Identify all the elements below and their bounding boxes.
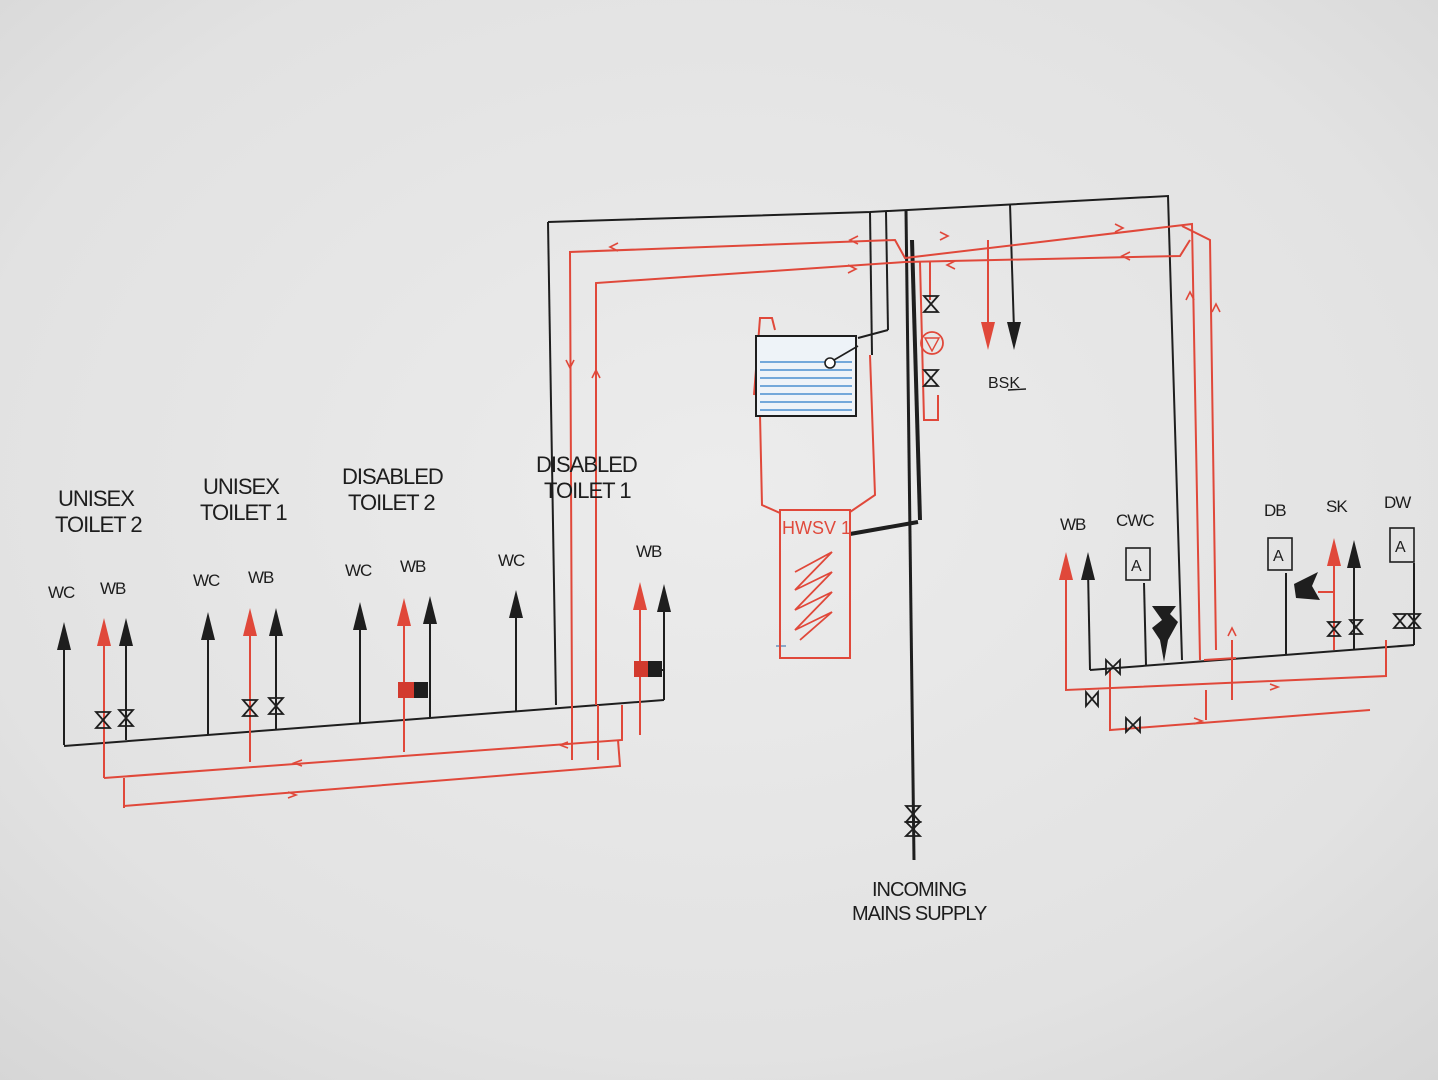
unisex-toilet-2-line-1: UNISEX	[58, 486, 135, 511]
tap-symbols	[1152, 572, 1334, 662]
cold-water-storage-tank	[755, 335, 859, 417]
kitchen-dw-label: DW	[1384, 493, 1411, 512]
u2-wc-label: WC	[48, 583, 75, 602]
incoming-line-1: INCOMING	[872, 879, 967, 901]
appliance-marks: A A A	[1131, 539, 1406, 575]
cwc-appliance-mark: A	[1131, 558, 1142, 575]
disabled-toilet-1-line-2: TOILET 1	[544, 478, 631, 503]
d2-wb-label: WB	[400, 557, 426, 576]
u2-wb-label: WB	[100, 579, 126, 598]
hot-water-storage-vessel: HWSV 1	[779, 509, 851, 659]
unisex-toilet-2-line-2: TOILET 2	[55, 512, 142, 537]
appliance-boxes	[1125, 527, 1415, 581]
d1-wb-label: WB	[636, 542, 662, 561]
kitchen-db-label: DB	[1264, 501, 1286, 520]
unisex-toilet-1-line-1: UNISEX	[203, 474, 280, 499]
d2-wc-label: WC	[345, 561, 372, 580]
isolating-valves	[94, 295, 1422, 837]
hot-outlet-arrows	[97, 322, 1341, 646]
bsk-label: BSK	[988, 375, 1020, 392]
dw-appliance-mark: A	[1395, 539, 1406, 556]
fixture-labels: WC WB WC WB WC WB WC WB WB CWC DB SK DW	[48, 493, 1412, 602]
circulating-pump-icon	[920, 331, 944, 355]
disabled-toilet-1-line-1: DISABLED	[536, 452, 637, 477]
db-appliance-mark: A	[1273, 548, 1284, 565]
kitchen-wb-label: WB	[1060, 515, 1086, 534]
u1-wb-label: WB	[248, 568, 274, 587]
thermostatic-mixing-valves	[398, 661, 662, 698]
hwsv-label: HWSV 1	[782, 518, 851, 538]
unisex-toilet-1-line-2: TOILET 1	[200, 500, 287, 525]
flow-direction-marks	[287, 223, 1281, 799]
kitchen-sk-label: SK	[1326, 497, 1348, 516]
kitchen-cwc-label: CWC	[1116, 511, 1154, 530]
d1-wc-label: WC	[498, 551, 525, 570]
disabled-toilet-2-line-1: DISABLED	[342, 464, 443, 489]
hot-water-pipework	[103, 222, 1387, 808]
incoming-line-2: MAINS SUPPLY	[852, 903, 987, 925]
cold-outlet-arrows	[57, 322, 1361, 650]
disabled-toilet-2-line-2: TOILET 2	[348, 490, 435, 515]
u1-wc-label: WC	[193, 571, 220, 590]
cold-water-pipework	[63, 194, 1415, 861]
room-labels: UNISEX TOILET 2 UNISEX TOILET 1 DISABLED…	[55, 375, 1027, 925]
